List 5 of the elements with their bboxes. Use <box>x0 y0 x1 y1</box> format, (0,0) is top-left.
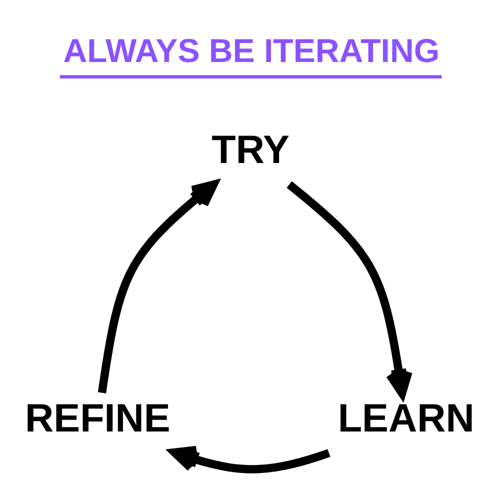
node-text: REFINE <box>25 396 170 440</box>
diagram-title: ALWAYS BE ITERATING <box>63 32 440 70</box>
arrow <box>98 180 218 394</box>
node-text: TRY <box>212 128 290 172</box>
node-text: LEARN <box>338 396 474 441</box>
